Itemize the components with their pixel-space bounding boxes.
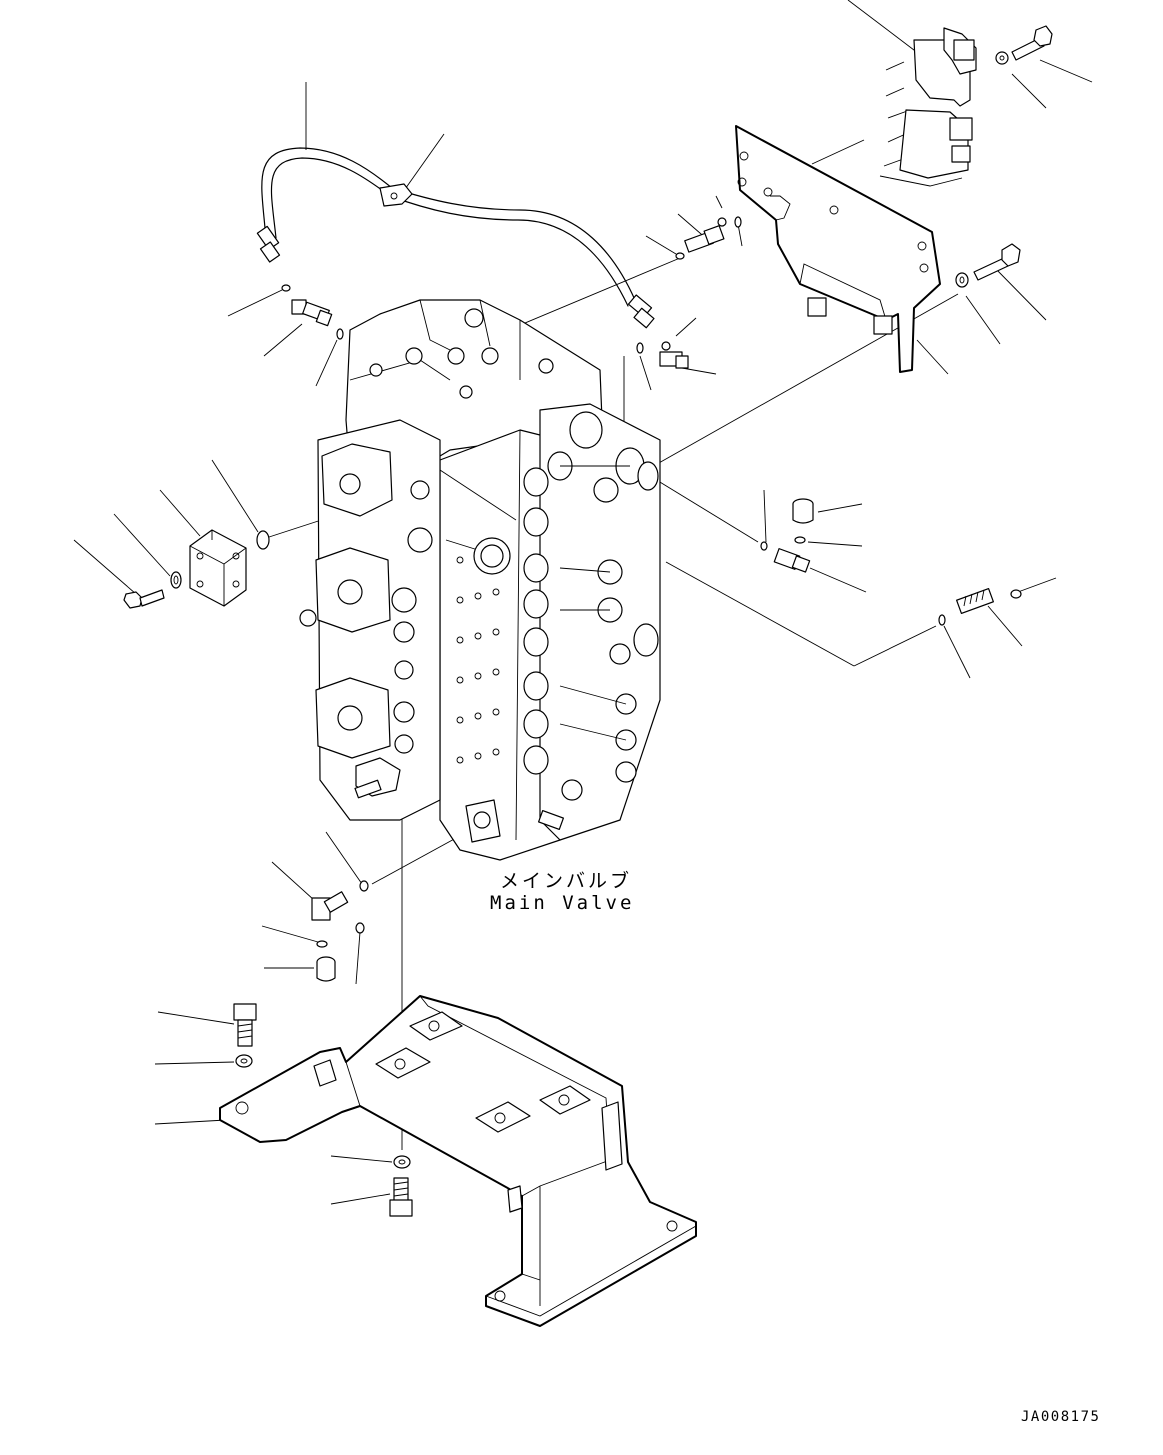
elbow-fitting-left [281, 284, 344, 340]
right-spools [523, 403, 661, 841]
cover-plate [123, 529, 270, 609]
main-valve-body [299, 299, 661, 861]
electrical-bracket [879, 25, 1053, 187]
connector-upper [675, 216, 742, 260]
elbow-fitting-right [760, 536, 811, 573]
connector-right [938, 588, 1022, 626]
valve-mounting-bracket [219, 995, 697, 1327]
mounting-plate [735, 125, 1021, 373]
drawing-number: JA008175 [1021, 1409, 1101, 1425]
elbow-fitting-lower [311, 880, 369, 982]
elbow-fitting-middle [636, 341, 689, 369]
main-valve-label-en: Main Valve [490, 892, 635, 914]
fittings [281, 216, 1022, 982]
main-valve-label-jp: メインバルブ [500, 870, 633, 892]
hose-assembly [256, 147, 655, 329]
left-sections [299, 443, 433, 799]
cap-right [792, 498, 814, 524]
